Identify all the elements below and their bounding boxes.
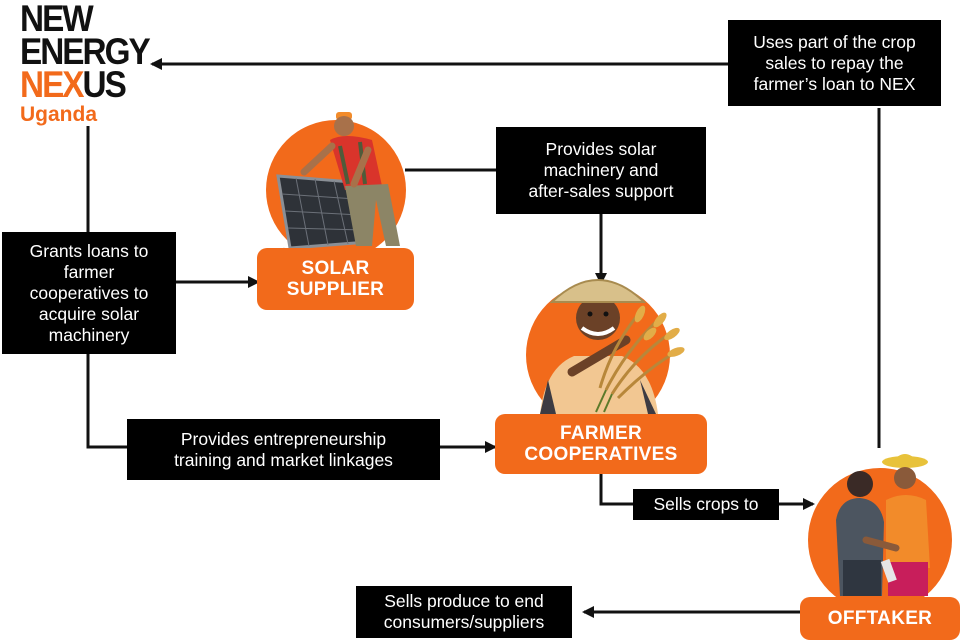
node-solar-supplier: SOLAR SUPPLIER: [257, 248, 414, 310]
callout-text: farmer’s loan to NEX: [753, 73, 916, 94]
callout-text: consumers/suppliers: [383, 612, 545, 632]
callout-repay-loan: Uses part of the crop sales to repay the…: [728, 20, 941, 106]
logo-nex: NEX: [20, 64, 85, 105]
logo-us: US: [82, 64, 127, 105]
worker-with-solar-panel-icon: [266, 112, 406, 260]
logo-line-nexus: NEXUS: [20, 66, 149, 103]
node-label-text: COOPERATIVES: [524, 444, 678, 465]
farmer-with-rice-icon: [526, 279, 685, 427]
callout-sells-crops: Sells crops to: [633, 489, 779, 520]
node-offtaker: OFFTAKER: [800, 597, 960, 640]
callout-text: farmer: [63, 261, 115, 282]
callout-text: cooperatives to: [29, 282, 149, 303]
node-label-text: OFFTAKER: [827, 608, 933, 629]
line-nex-to-training: [86, 354, 127, 449]
callout-text: machinery and: [543, 160, 659, 180]
callout-text: Sells produce to end: [384, 591, 544, 611]
callout-text: sales to repay the: [765, 52, 904, 73]
node-label-text: SUPPLIER: [286, 279, 385, 300]
node-label-text: SOLAR: [301, 258, 370, 279]
callout-provides-machinery: Provides solar machinery and after-sales…: [496, 127, 706, 214]
callout-provides-training: Provides entrepreneurship training and m…: [127, 419, 440, 480]
callout-grants-loans: Grants loans to farmer cooperatives to a…: [2, 232, 176, 354]
callout-text: Provides solar: [545, 139, 657, 159]
logo-line-new: NEW: [20, 0, 94, 39]
handshake-people-icon: [808, 454, 952, 612]
callout-text: Sells crops to: [653, 494, 759, 514]
node-label-text: FARMER: [559, 423, 643, 444]
callout-text: Grants loans to: [29, 240, 149, 261]
callout-text: acquire solar: [38, 303, 140, 324]
callout-text: machinery: [48, 324, 130, 345]
line-farmer-to-sells-crops: [599, 474, 633, 506]
node-farmer-cooperatives: FARMER COOPERATIVES: [495, 414, 707, 474]
callout-text: after-sales support: [528, 181, 674, 201]
callout-text: training and market linkages: [174, 449, 393, 470]
nex-logo: NEW ENERGY NEXUS Uganda: [20, 0, 163, 127]
callout-text: Provides entrepreneurship: [180, 428, 387, 449]
logo-subtitle: Uganda: [20, 103, 98, 126]
connectors: [86, 58, 881, 618]
callout-text: Uses part of the crop: [753, 31, 916, 52]
logo-line-energy: ENERGY: [20, 31, 151, 72]
callout-sells-produce: Sells produce to end consumers/suppliers: [356, 586, 572, 638]
